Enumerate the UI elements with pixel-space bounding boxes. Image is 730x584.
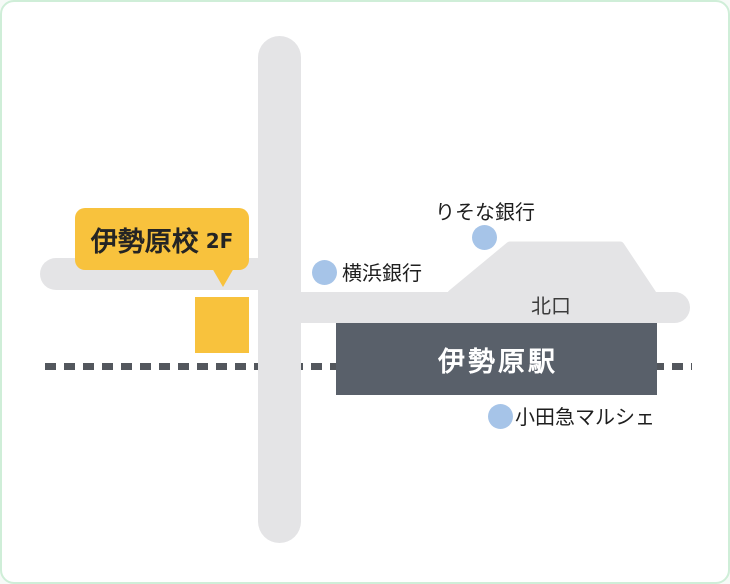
school-callout: 伊勢原校 2F — [75, 208, 249, 270]
station-building: 伊勢原駅 — [336, 323, 657, 395]
station-label: 伊勢原駅 — [438, 346, 558, 378]
poi-label-odakyu-marche: 小田急マルシェ — [515, 405, 655, 429]
poi-label-risona-bank: りそな銀行 — [435, 200, 535, 224]
station-plaza-shape — [447, 241, 657, 294]
school-callout-pointer-icon — [212, 268, 234, 287]
road-station-front — [274, 292, 690, 323]
odakyu-marche-marker-icon — [488, 404, 513, 429]
school-name-label: 伊勢原校 — [90, 226, 199, 258]
north-exit-label: 北口 — [531, 294, 571, 318]
poi-label-yokohama-bank: 横浜銀行 — [342, 261, 422, 285]
school-building-marker — [195, 297, 249, 353]
yokohama-bank-marker-icon — [312, 260, 337, 285]
school-floor-label: 2F — [205, 229, 234, 253]
risona-bank-marker-icon — [472, 225, 497, 250]
